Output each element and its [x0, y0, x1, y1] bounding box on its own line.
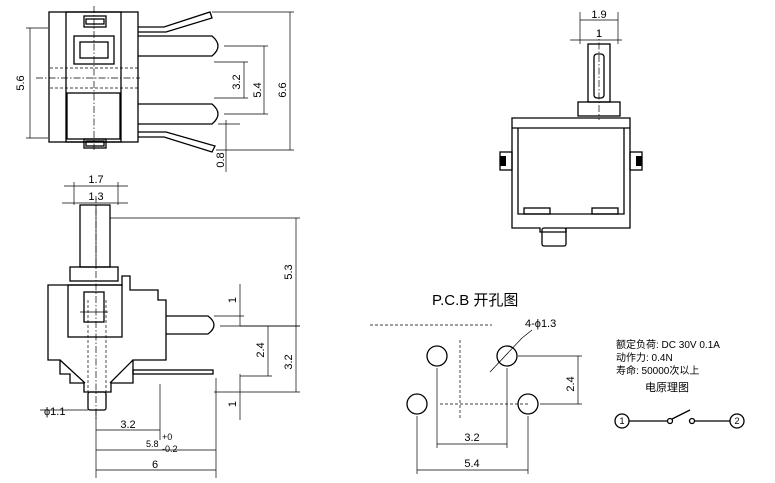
front-right-clip-fill [636, 156, 642, 166]
pcb-leader [521, 329, 533, 339]
side-plunger [79, 204, 111, 268]
side-dim-tolerance-minus: -0.2 [162, 444, 178, 454]
pcb-hole [517, 393, 539, 415]
spec-life: 寿命: 50000次以上 [616, 364, 699, 377]
top-view-upper-pin [138, 35, 219, 57]
side-dim-1-top: 1 [227, 297, 239, 303]
front-dim-1-9: 1.9 [591, 9, 606, 21]
side-inner-window [83, 291, 105, 323]
pcb-dim-5-4: 5.4 [464, 458, 479, 470]
side-dim-6: 6 [152, 459, 158, 471]
schematic-pin-2-label: 2 [734, 416, 739, 426]
side-solder-lead [132, 369, 214, 375]
top-view-upper-lead [138, 11, 213, 33]
side-dim-tolerance-plus: +0 [162, 432, 172, 442]
side-dim-2-4: 2.4 [255, 342, 267, 357]
side-dim-1-3: 1.3 [88, 191, 103, 203]
pcb-leader [489, 337, 523, 373]
top-view-lower-pin [138, 103, 219, 125]
side-dim-3-2-vertical: 3.2 [283, 354, 295, 369]
side-dim-5-3: 5.3 [283, 264, 295, 279]
schematic-pin-2 [729, 413, 745, 429]
side-lower-chamfer [59, 359, 134, 384]
top-view-upper-slot [85, 18, 105, 25]
side-stud [87, 391, 107, 411]
schematic-pin-1-label: 1 [619, 416, 624, 426]
side-view: 1.7 1.3 5.3 1 2.4 3.2 1 ϕ1.1 3.2 [40, 174, 300, 478]
pcb-layout: P.C.B 开孔图 4-ϕ1.3 2.4 3.2 5.4 [370, 292, 582, 474]
top-dim-0-8: 0.8 [215, 152, 227, 167]
side-dim-1-bottom: 1 [227, 401, 239, 407]
top-view-inner-frame [65, 11, 122, 143]
top-view-lower-slot [85, 140, 105, 147]
front-inner-frame [517, 128, 625, 215]
pcb-dim-2-4: 2.4 [565, 376, 577, 391]
side-dim-3-2-horizontal: 3.2 [120, 419, 135, 431]
front-dim-1: 1 [596, 28, 602, 40]
front-left-slot [523, 207, 551, 215]
front-view: 1.9 1 [499, 9, 643, 247]
side-collar [69, 266, 119, 282]
top-view-lower-block [66, 92, 121, 140]
pcb-title: P.C.B 开孔图 [432, 292, 518, 309]
top-dim-5-4: 5.4 [252, 82, 264, 97]
spec-operating-force: 动作力: 0.4N [616, 351, 673, 364]
side-dim-diameter-1-1: ϕ1.1 [44, 406, 65, 418]
front-stud [541, 227, 567, 247]
schematic-contact-right [688, 417, 696, 425]
specs: 额定负荷: DC 30V 0.1A 动作力: 0.4N 寿命: 50000次以上 [616, 338, 720, 377]
front-housing [511, 117, 631, 233]
front-right-slot [591, 207, 619, 215]
side-dim-5-8: 5.8 [146, 439, 159, 449]
front-left-clip-fill [500, 156, 506, 166]
top-view-lower-lead [138, 131, 216, 153]
pcb-dim-3-2: 3.2 [464, 432, 479, 444]
side-right-pin [166, 315, 215, 335]
spec-rated-load: 额定负荷: DC 30V 0.1A [616, 338, 720, 351]
side-dim-1-7: 1.7 [88, 174, 103, 186]
pcb-hole-label: 4-ϕ1.3 [525, 318, 556, 330]
side-housing [47, 275, 167, 393]
pcb-hole [426, 345, 448, 367]
top-dim-6-6: 6.6 [277, 82, 289, 97]
top-view-lower-tab [83, 138, 107, 149]
pcb-hole [496, 345, 518, 367]
schematic-switch-arm [671, 409, 691, 420]
top-view-body [48, 11, 139, 143]
schematic: 电原理图 1 2 [614, 381, 745, 429]
top-view: 5.6 3.2 5.4 6.6 0.8 [15, 6, 294, 172]
top-dim-3-2: 3.2 [231, 74, 243, 89]
side-inner-frame [67, 284, 123, 338]
pcb-hole [406, 393, 428, 415]
top-view-upper-tab [83, 15, 107, 28]
top-dim-5-6: 5.6 [15, 75, 27, 90]
schematic-title: 电原理图 [645, 381, 689, 394]
schematic-contact-left [666, 417, 674, 425]
